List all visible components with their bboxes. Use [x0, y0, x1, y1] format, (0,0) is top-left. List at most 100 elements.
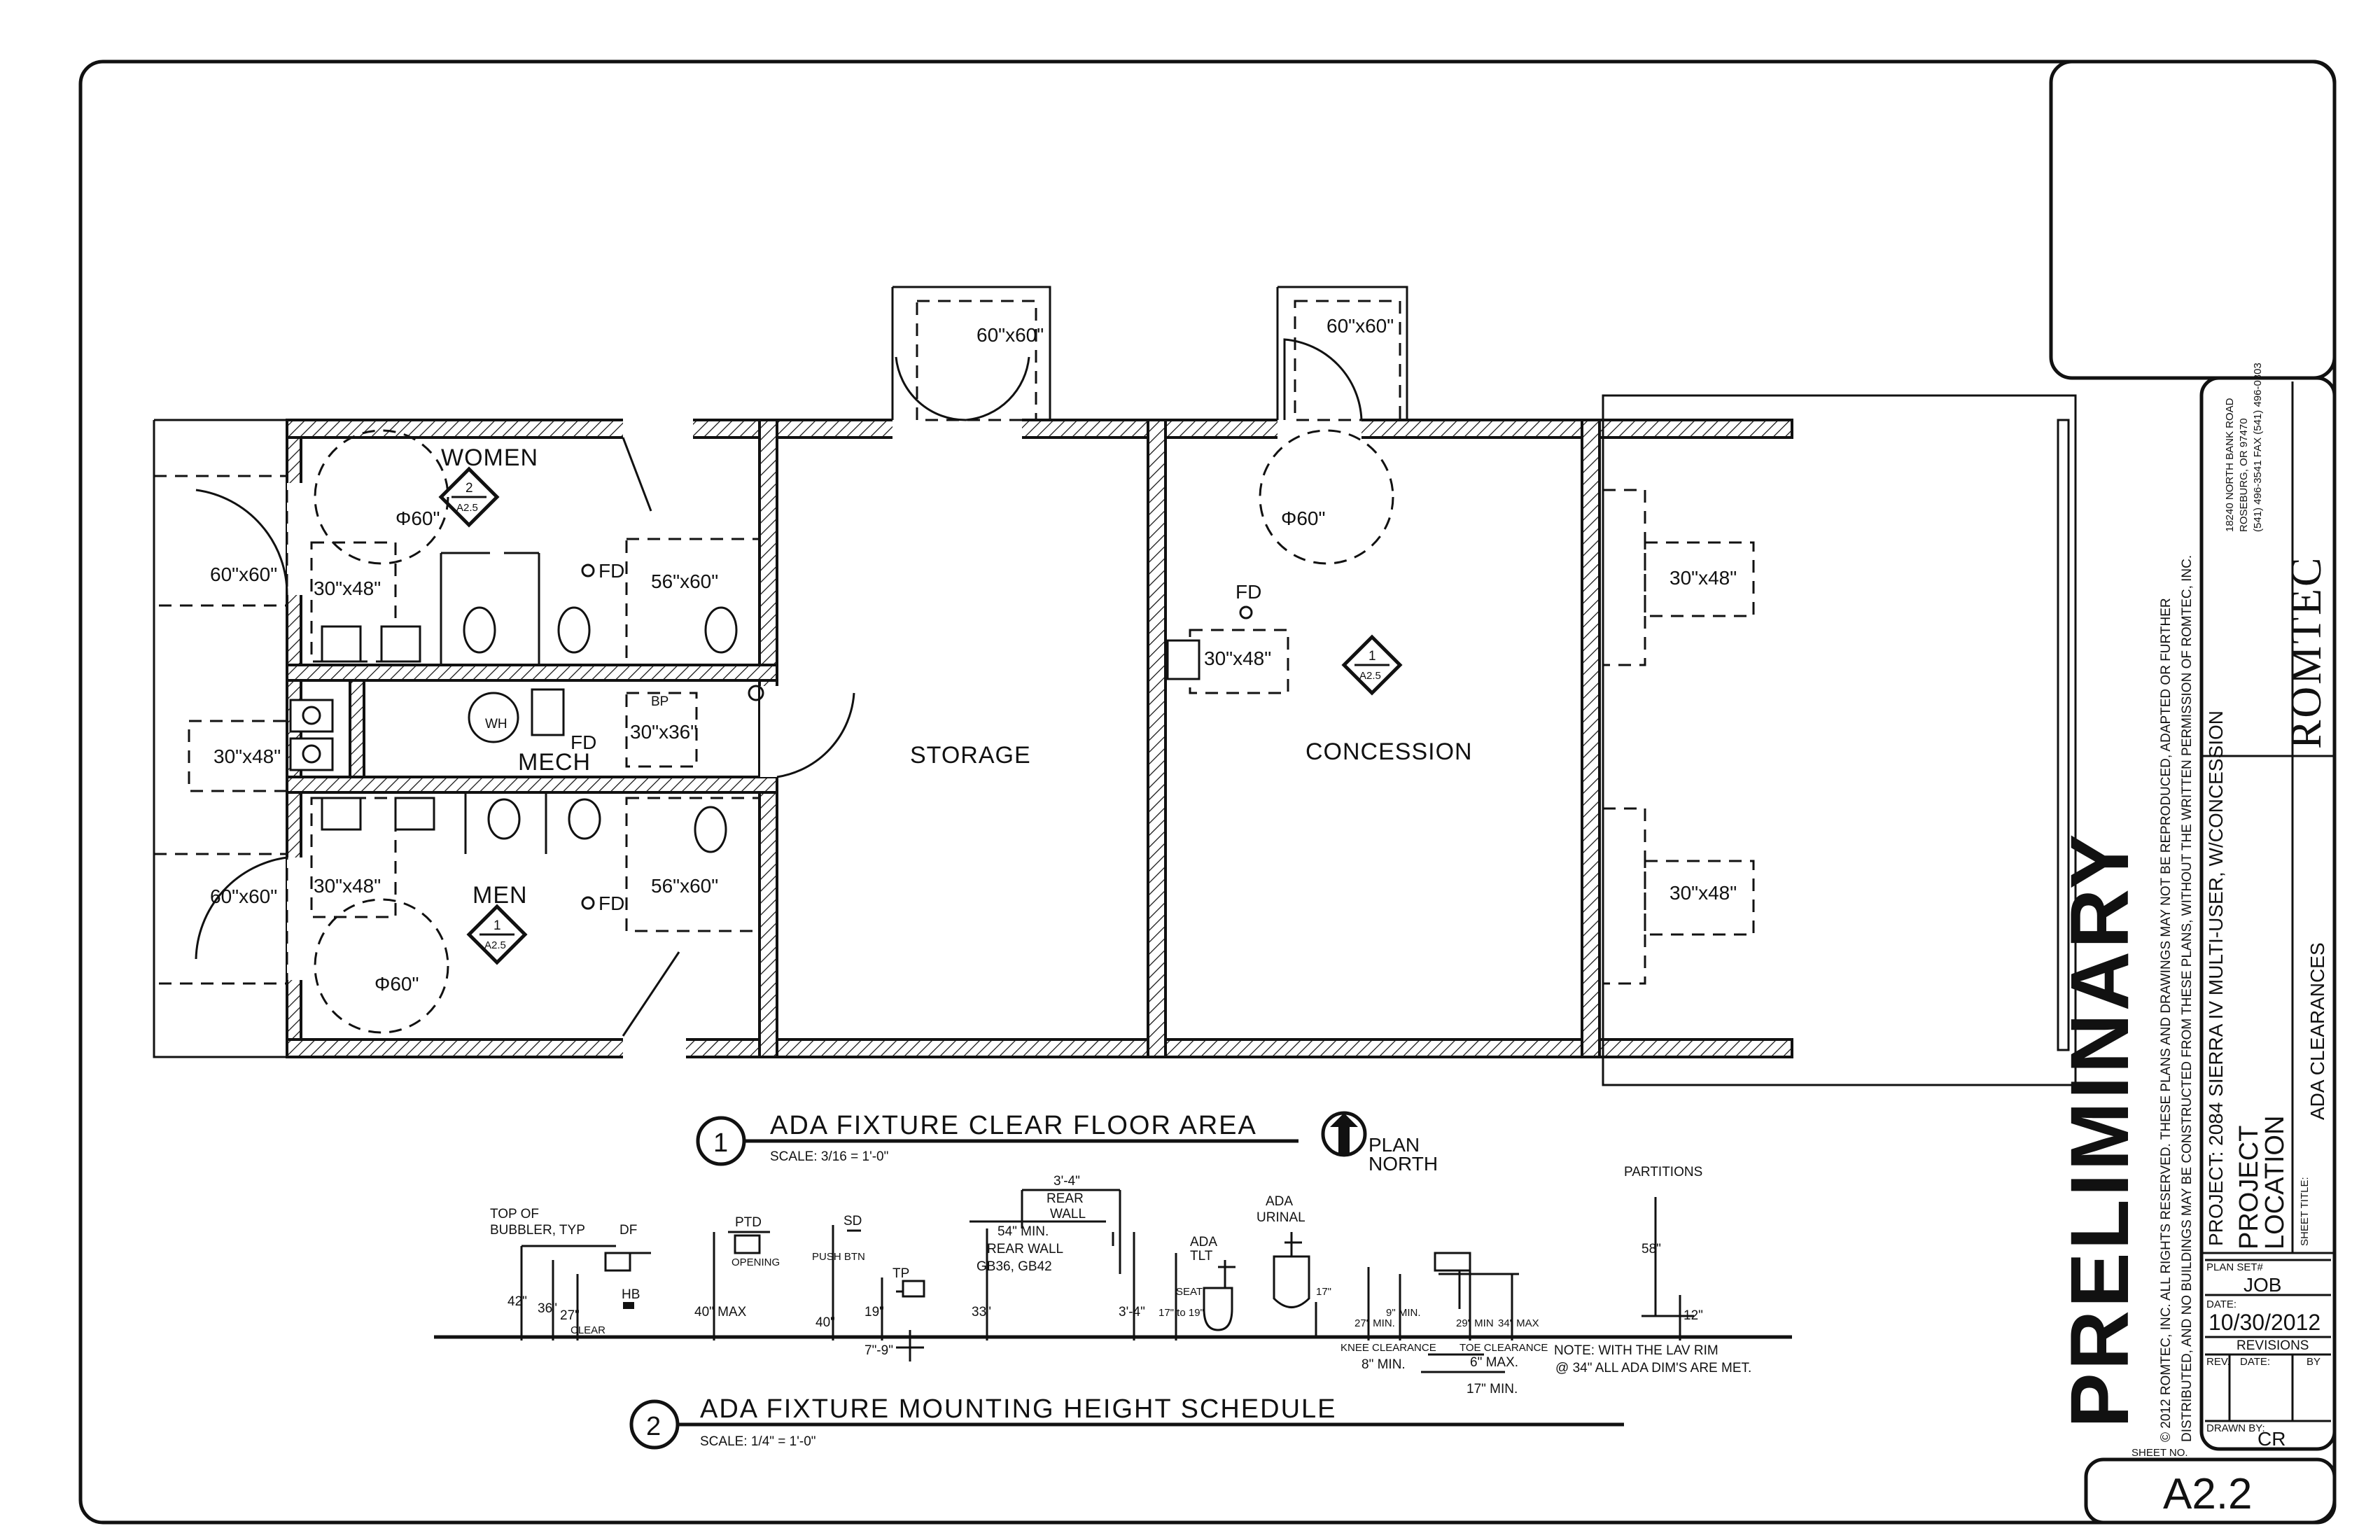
- rev-by-label: BY: [2306, 1356, 2320, 1368]
- clearance-door-women: 60"x60": [210, 564, 277, 585]
- plan-north-2: NORTH: [1368, 1153, 1438, 1175]
- clearance-stall-women: 56"x60": [651, 570, 718, 592]
- sched-opening: OPENING: [732, 1256, 780, 1268]
- clearance-window-2: 30"x48": [1670, 882, 1737, 904]
- sched-tp: TP: [892, 1266, 909, 1281]
- drawn-by-label: DRAWN BY:: [2206, 1422, 2265, 1434]
- detail-tag-men: [466, 904, 528, 965]
- sched-top-of: TOP OF: [490, 1207, 539, 1222]
- project-location: PROJECT: [2234, 1126, 2264, 1250]
- sched-17min: 17" MIN.: [1466, 1382, 1518, 1396]
- sheet-no-label: SHEET NO.: [2132, 1447, 2188, 1459]
- tag-concession-num: 1: [1368, 649, 1376, 664]
- sched-40: 40": [816, 1315, 835, 1330]
- sched-seat: SEAT: [1176, 1286, 1203, 1298]
- clearance-door-storage: 60"x60": [976, 324, 1044, 346]
- sched-34max: 34" MAX: [1498, 1317, 1539, 1329]
- clearance-door-men: 60"x60": [210, 886, 277, 907]
- sched-sd: SD: [844, 1214, 862, 1228]
- project-location-2: LOCATION: [2260, 1116, 2290, 1250]
- rev-label: REV.: [2206, 1356, 2230, 1368]
- date-label: DATE:: [2206, 1298, 2236, 1310]
- clearance-window-1: 30"x48": [1670, 567, 1737, 589]
- clearance-df: 30"x48": [214, 746, 281, 767]
- detail-1-heading: ADA FIXTURE CLEAR FLOOR AREA: [770, 1111, 1257, 1140]
- sched-wall: WALL: [1050, 1207, 1086, 1222]
- sched-29min: 29" MIN: [1456, 1317, 1494, 1329]
- sched-rear: REAR: [1046, 1191, 1084, 1206]
- detail-1-number: 1: [713, 1128, 729, 1158]
- sheet-no-value: A2.2: [2163, 1470, 2253, 1518]
- tag-women-num: 2: [465, 481, 473, 496]
- sheet-title-label: SHEET TITLE:: [2299, 1177, 2311, 1246]
- room-women: WOMEN: [441, 444, 538, 471]
- sched-58: 58": [1642, 1242, 1661, 1256]
- sched-12: 12": [1684, 1308, 1703, 1323]
- detail-2-scale: SCALE: 1/4" = 1'-0": [700, 1434, 816, 1449]
- plan-set-value: JOB: [2244, 1274, 2281, 1296]
- turning-circle-men: Φ60": [374, 973, 419, 995]
- sched-33: 33": [972, 1305, 991, 1320]
- date-value: 10/30/2012: [2208, 1310, 2320, 1335]
- sched-27min: 27" MIN.: [1354, 1317, 1395, 1329]
- floor-plan: [153, 286, 2077, 1086]
- room-mech: MECH: [518, 749, 591, 776]
- title-block: [2084, 376, 2337, 1525]
- detail-2-number: 2: [646, 1412, 662, 1441]
- sched-40max: 40" MAX: [694, 1305, 747, 1320]
- floor-drain-concession: FD: [1236, 581, 1261, 603]
- clearance-lav-women: 30"x48": [314, 578, 381, 599]
- romtec-logo: ROMTEC: [2283, 556, 2330, 749]
- address-line-3: (541) 496-3541 FAX (541) 496-0803: [2252, 363, 2264, 532]
- floor-drain-mech: FD: [570, 732, 596, 753]
- sched-note-1: NOTE: WITH THE LAV RIM: [1554, 1343, 1718, 1358]
- detail-1-title: [696, 1111, 1367, 1166]
- address-line-2: ROSEBURG, OR 97470: [2238, 418, 2250, 532]
- room-concession: CONCESSION: [1306, 738, 1473, 765]
- sched-9min: 9" MIN.: [1386, 1307, 1421, 1319]
- sched-42: 42": [507, 1294, 527, 1309]
- sched-ada-tlt-2: TLT: [1190, 1249, 1213, 1264]
- water-heater: WH: [485, 717, 507, 732]
- sheet-title: ADA CLEARANCES: [2306, 942, 2328, 1120]
- sched-partitions: PARTITIONS: [1624, 1165, 1702, 1180]
- clearance-door-concession: 60"x60": [1326, 315, 1394, 337]
- sched-6max: 6" MAX.: [1470, 1355, 1518, 1370]
- rev-date-label: DATE:: [2240, 1356, 2270, 1368]
- copyright-line-1: © 2012 ROMTEC, INC. ALL RIGHTS RESERVED.…: [2159, 598, 2174, 1442]
- clearance-mech: 30"x36": [630, 721, 697, 743]
- sched-df: DF: [620, 1223, 637, 1238]
- drawn-by-value: CR: [2258, 1428, 2286, 1450]
- mounting-height-schedule: [434, 1189, 1792, 1450]
- logo-box: [2049, 59, 2337, 380]
- floor-drain-men: FD: [598, 892, 624, 914]
- sched-54min: 54" MIN.: [997, 1224, 1049, 1239]
- detail-1-scale: SCALE: 3/16 = 1'-0": [770, 1149, 888, 1164]
- sched-ptd: PTD: [735, 1215, 762, 1230]
- tag-men-num: 1: [493, 918, 501, 933]
- clearance-stall-men: 56"x60": [651, 875, 718, 897]
- sched-clear: CLEAR: [570, 1324, 606, 1336]
- sched-19: 19": [864, 1305, 884, 1320]
- project-name: PROJECT: 2084 SIERRA IV MULTI-USER, W/CO…: [2205, 710, 2227, 1246]
- room-men: MEN: [472, 882, 528, 909]
- copyright-line-2: DISTRIBUTED, AND NO BUILDINGS MAY BE CON…: [2180, 555, 2194, 1442]
- sched-seat-dim: 17" to 19": [1158, 1307, 1204, 1319]
- turning-circle-women: Φ60": [396, 507, 440, 529]
- preliminary-stamp: PRELIMINARY: [2054, 831, 2146, 1428]
- sched-8min: 8" MIN.: [1362, 1357, 1406, 1372]
- sched-hb: HB: [622, 1287, 640, 1302]
- tag-men-ref: A2.5: [484, 939, 506, 951]
- sched-bubbler: BUBBLER, TYP: [490, 1223, 585, 1238]
- sched-toe: TOE CLEARANCE: [1460, 1342, 1548, 1354]
- plan-north-1: PLAN: [1368, 1134, 1420, 1156]
- sched-27: 27": [560, 1308, 580, 1323]
- clearance-lav-men: 30"x48": [314, 875, 381, 897]
- sched-3-4b: 3'-4": [1119, 1305, 1145, 1320]
- sched-push-btn: PUSH BTN: [812, 1251, 865, 1263]
- backflow-preventer: BP: [651, 694, 668, 709]
- floor-drain-women: FD: [598, 560, 624, 582]
- sched-knee: KNEE CLEARANCE: [1340, 1342, 1436, 1354]
- detail-tag-women: [438, 466, 500, 528]
